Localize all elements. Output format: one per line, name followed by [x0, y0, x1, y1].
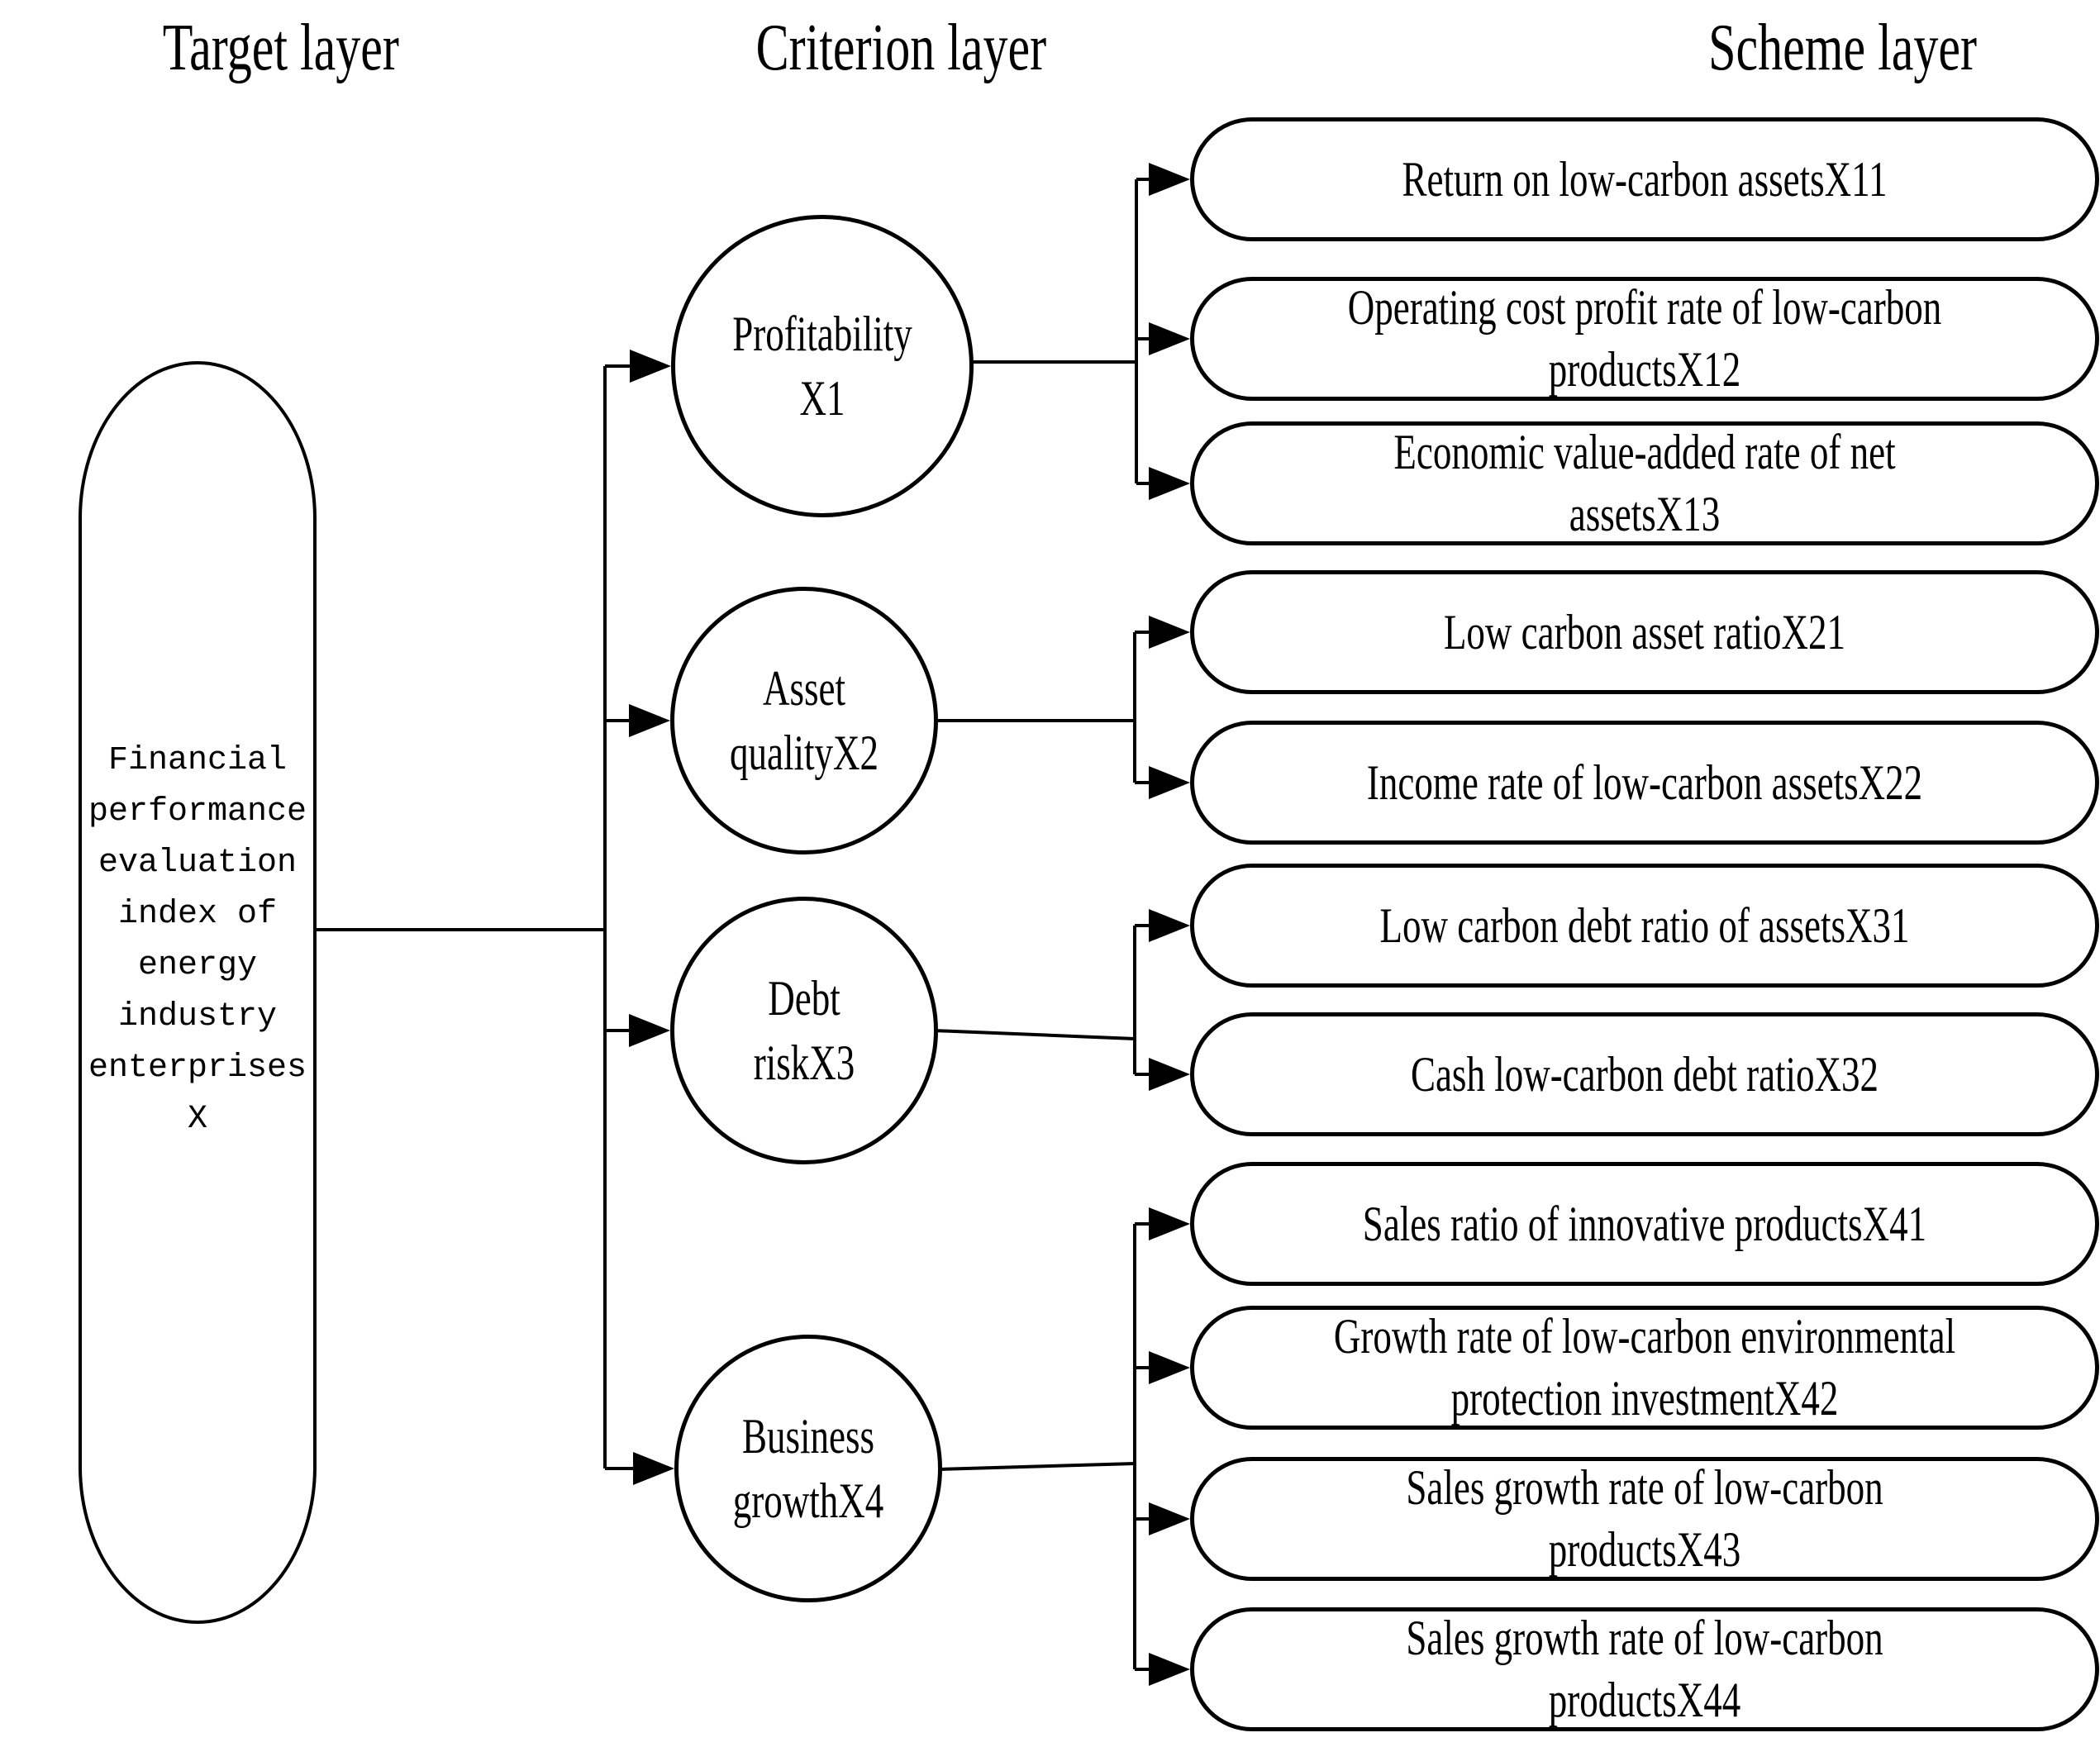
scheme-node-x13: Economic value-added rate of net assetsX…: [1190, 421, 2099, 545]
scheme-node-x42: Growth rate of low-carbon environmental …: [1190, 1306, 2099, 1430]
criterion-node-label: Asset qualityX2: [707, 656, 902, 785]
target-layer-header-text: Target layer: [162, 11, 400, 84]
scheme-label-line: Sales growth rate of low-carbon: [1406, 1460, 1883, 1515]
criterion-node-label: Profitability X1: [712, 302, 933, 431]
scheme-label-line: productsX44: [1548, 1673, 1741, 1727]
scheme-label-line: productsX43: [1548, 1522, 1741, 1577]
scheme-node-label: Return on low-carbon assetsX11: [1307, 149, 1983, 211]
target-trunk-connector: [317, 366, 607, 1469]
scheme-node-label: Sales ratio of innovative productsX41: [1307, 1193, 1983, 1255]
target-label-line: evaluation: [98, 845, 298, 882]
scheme-node-label: Growth rate of low-carbon environmental …: [1307, 1306, 1983, 1430]
scheme-layer-header: Scheme layer: [1628, 7, 2058, 89]
target-label-line: enterprises: [88, 1050, 307, 1087]
criterion-node-asset-quality-x2: Asset qualityX2: [670, 587, 938, 854]
target-node-financial-performance-index: Financial performance evaluation index o…: [79, 361, 317, 1624]
criterion-layer-header-text: Criterion layer: [755, 11, 1046, 84]
scheme-node-label: Cash low-carbon debt ratioX32: [1307, 1044, 1983, 1106]
criterion-node-label: Debt riskX3: [707, 966, 902, 1095]
criterion-label-line: X1: [799, 371, 845, 426]
criterion-label-line: Debt: [768, 971, 840, 1026]
criterion-x1-branch: [971, 163, 1190, 500]
scheme-label-line: Growth rate of low-carbon environmental: [1333, 1309, 1956, 1364]
scheme-label-line: assetsX13: [1569, 487, 1721, 541]
scheme-label-line: Cash low-carbon debt ratioX32: [1410, 1046, 1879, 1102]
scheme-label-line: Low carbon debt ratio of assetsX31: [1379, 897, 1910, 953]
scheme-node-x43: Sales growth rate of low-carbon products…: [1190, 1457, 2099, 1581]
criterion-node-debt-risk-x3: Debt riskX3: [670, 897, 938, 1164]
scheme-label-line: Economic value-added rate of net: [1393, 425, 1896, 479]
target-label-line: X: [187, 1101, 207, 1138]
scheme-label-line: Sales growth rate of low-carbon: [1406, 1611, 1883, 1665]
criterion-label-line: riskX3: [753, 1035, 855, 1090]
scheme-node-x31: Low carbon debt ratio of assetsX31: [1190, 864, 2099, 988]
scheme-node-x11: Return on low-carbon assetsX11: [1190, 117, 2099, 241]
scheme-label-line: Return on low-carbon assetsX11: [1402, 151, 1888, 207]
criterion-x3-branch: [933, 909, 1190, 1091]
arrow-to-criterion-x3: [605, 1014, 670, 1047]
scheme-label-line: protection investmentX42: [1450, 1371, 1839, 1426]
criterion-label-line: growthX4: [732, 1473, 884, 1528]
scheme-node-x12: Operating cost profit rate of low-carbon…: [1190, 277, 2099, 401]
target-label-line: performance: [88, 793, 307, 831]
criterion-label-line: qualityX2: [730, 726, 879, 780]
criterion-x4-branch: [937, 1207, 1190, 1686]
arrow-to-criterion-x4: [605, 1452, 674, 1485]
target-label-line: energy: [137, 947, 258, 984]
target-label-line: Financial: [107, 742, 288, 779]
scheme-node-label: Sales growth rate of low-carbon products…: [1307, 1607, 1983, 1731]
arrow-to-criterion-x1: [605, 350, 671, 383]
scheme-layer-header-text: Scheme layer: [1708, 11, 1978, 84]
scheme-node-x41: Sales ratio of innovative productsX41: [1190, 1162, 2099, 1286]
scheme-node-label: Low carbon asset ratioX21: [1307, 602, 1983, 664]
scheme-node-label: Sales growth rate of low-carbon products…: [1307, 1457, 1983, 1581]
criterion-x2-branch: [934, 616, 1190, 799]
scheme-node-label: Low carbon debt ratio of assetsX31: [1307, 895, 1983, 957]
target-label-line: industry: [117, 998, 278, 1035]
scheme-node-label: Income rate of low-carbon assetsX22: [1307, 752, 1983, 814]
arrow-to-criterion-x2: [605, 704, 670, 737]
scheme-node-label: Operating cost profit rate of low-carbon…: [1307, 277, 1983, 401]
criterion-node-business-growth-x4: Business growthX4: [674, 1335, 942, 1602]
scheme-node-label: Economic value-added rate of net assetsX…: [1307, 421, 1983, 545]
criterion-layer-header: Criterion layer: [686, 7, 1116, 89]
criterion-node-label: Business growthX4: [711, 1404, 906, 1533]
scheme-label-line: Income rate of low-carbon assetsX22: [1366, 754, 1923, 810]
criterion-node-profitability-x1: Profitability X1: [671, 215, 974, 517]
target-label-line: index of: [117, 896, 278, 933]
scheme-label-line: Sales ratio of innovative productsX41: [1362, 1196, 1927, 1251]
scheme-label-line: Low carbon asset ratioX21: [1443, 604, 1846, 659]
criterion-label-line: Profitability: [732, 307, 912, 361]
scheme-node-x32: Cash low-carbon debt ratioX32: [1190, 1012, 2099, 1136]
scheme-node-x21: Low carbon asset ratioX21: [1190, 570, 2099, 694]
scheme-label-line: productsX12: [1548, 342, 1741, 397]
target-layer-header: Target layer: [66, 7, 496, 89]
criterion-label-line: Asset: [762, 661, 846, 716]
scheme-node-x44: Sales growth rate of low-carbon products…: [1190, 1607, 2099, 1731]
criterion-label-line: Business: [741, 1409, 875, 1464]
target-node-label: Financial performance evaluation index o…: [82, 735, 313, 1145]
scheme-node-x22: Income rate of low-carbon assetsX22: [1190, 721, 2099, 845]
scheme-label-line: Operating cost profit rate of low-carbon: [1347, 280, 1942, 335]
